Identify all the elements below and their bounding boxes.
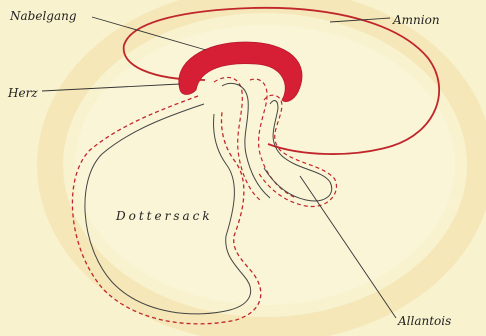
label-allantois: Allantois	[398, 315, 451, 327]
label-dottersack: Dottersack	[116, 210, 213, 222]
label-nabelgang: Nabelgang	[10, 10, 77, 22]
inner-glow	[75, 25, 455, 305]
label-amnion: Amnion	[393, 14, 440, 26]
label-herz: Herz	[8, 87, 38, 99]
